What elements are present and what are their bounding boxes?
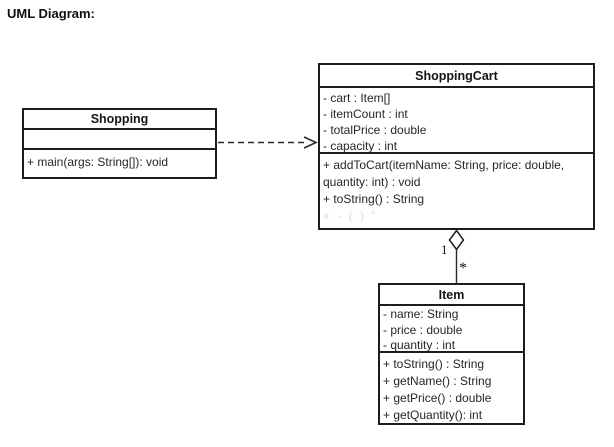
class-member: + toString() : String — [383, 357, 485, 372]
class-member: + getPrice() : double — [383, 391, 492, 406]
class-member: - capacity : int — [323, 139, 398, 152]
class-fields-shoppingcart: - cart : Item[] - itemCount : int - totalP… — [320, 86, 593, 152]
class-box-shoppingcart: ShoppingCart - cart : Item[] - itemCount … — [318, 63, 595, 230]
multiplicity-whole-label: 1 — [441, 242, 448, 257]
erased-text-remnant: + ‐ ( ) ˮ — [323, 209, 378, 223]
class-member: - price : double — [383, 322, 463, 337]
class-fields-shopping — [24, 128, 215, 148]
class-member: + main(args: String[]): void — [27, 155, 169, 169]
class-member: - name: String — [383, 307, 459, 321]
class-member: - quantity : int — [383, 338, 456, 352]
class-member: - cart : Item[] — [323, 91, 391, 105]
class-member: + getQuantity(): int — [383, 408, 483, 423]
class-member: + getName() : String — [383, 374, 492, 389]
dependency-arrow — [218, 136, 318, 149]
class-box-item: Item - name: String- price : double- qua… — [378, 283, 525, 425]
class-title-item: Item — [438, 287, 465, 302]
class-member: + addToCart(itemName: String, price: dou… — [323, 158, 565, 189]
class-methods-item: + toString() : String + getName() : Strin… — [380, 351, 523, 423]
page-title: UML Diagram: — [7, 6, 95, 21]
class-title-shopping: Shopping — [90, 112, 149, 126]
class-methods-shopping: + main(args: String[]): void — [24, 148, 215, 177]
class-title-shoppingcart: ShoppingCart — [415, 68, 498, 83]
class-box-shopping: Shopping + main(args: String[]): void — [22, 108, 217, 179]
multiplicity-part-label: * — [459, 260, 467, 277]
class-fields-item: - name: String- price : double- quantity… — [380, 304, 523, 351]
aggregation-diamond-icon — [448, 229, 465, 251]
class-member: + toString() : String — [323, 192, 425, 206]
class-methods-shoppingcart: + addToCart(itemName: String, price: dou… — [320, 152, 593, 228]
open-arrowhead-icon — [303, 136, 318, 149]
class-member: - totalPrice : double — [323, 123, 427, 137]
class-method-list: + addToCart(itemName: String, price: dou… — [320, 157, 593, 208]
class-member: - itemCount : int — [323, 107, 408, 121]
